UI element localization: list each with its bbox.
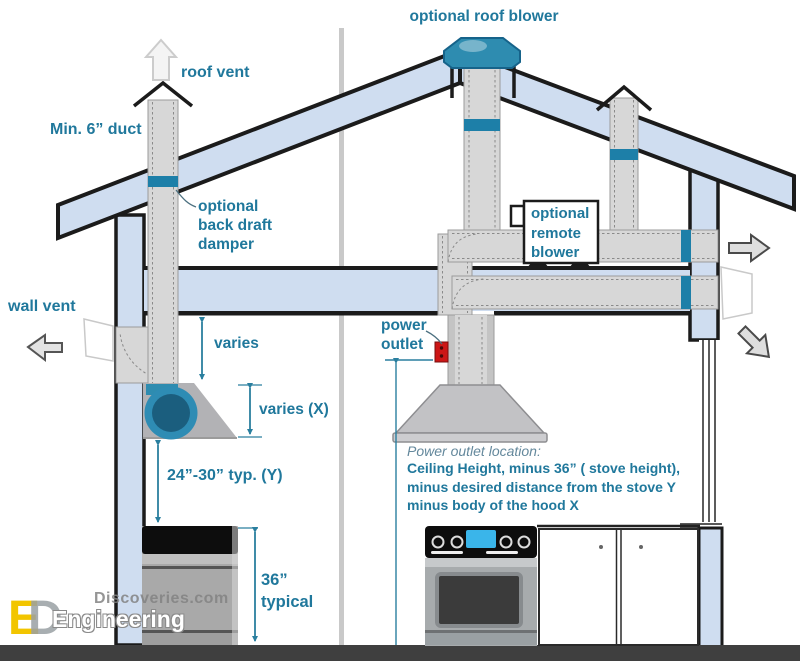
floor: [0, 645, 800, 661]
oven-window: [435, 572, 523, 628]
label-roof-blower: optional roof blower: [409, 8, 559, 25]
joist-duct-run: [451, 275, 719, 310]
logo-letter-e: E: [8, 592, 40, 645]
stove-knob: [499, 535, 513, 549]
stove-knob: [517, 535, 531, 549]
stove-knob: [450, 535, 464, 549]
attic-duct-damper: [681, 230, 691, 262]
label-varies-x: varies (X): [259, 401, 329, 418]
roof-blower-damper: [464, 119, 500, 131]
airflow-right-arrow-icon: [728, 233, 771, 263]
logo-letter-d: D: [28, 592, 63, 645]
left-wall: [114, 213, 146, 647]
roof-vent-cap: [132, 80, 194, 108]
label-min-duct: Min. 6” duct: [50, 121, 142, 138]
watermark-engineering: Engineering: [52, 606, 185, 632]
wall-vent-hood-outline: [83, 318, 114, 362]
window: [699, 340, 721, 522]
label-power-outlet: power outlet: [381, 317, 427, 353]
note-power-outlet-title: Power outlet location:: [407, 443, 541, 459]
label-remote-blower: optional remote blower: [531, 205, 590, 261]
right-roof-damper: [610, 149, 638, 160]
leader-lines: [175, 189, 443, 345]
roof-blower-cap-icon: [443, 37, 521, 69]
roof-blower-duct: [463, 67, 501, 241]
appliances: [142, 524, 700, 646]
base-cabinets: [537, 524, 700, 646]
right-stove: [425, 526, 537, 646]
label-varies: varies: [214, 335, 259, 352]
cabinet-handle: [599, 545, 603, 549]
right-wall-lower: [697, 526, 724, 650]
duct-system: [115, 37, 719, 387]
remote-blower-box: [509, 199, 600, 268]
leader-back-draft: [175, 189, 197, 208]
logo-monogram-icon: E D: [8, 592, 63, 645]
label-stove-height: 36” typical: [261, 571, 314, 611]
stove-display: [466, 530, 496, 548]
ceiling-line: [144, 311, 690, 316]
power-outlet: [434, 341, 449, 363]
note-power-outlet-body: Ceiling Height, minus 36” ( stove height…: [407, 460, 681, 513]
attic-floor-line: [144, 266, 690, 270]
airflow-up-arrow-icon: [143, 38, 179, 81]
label-wall-vent: wall vent: [8, 298, 76, 315]
range-hoods: [143, 383, 548, 443]
airflow-down-right-arrow-icon: [737, 325, 771, 359]
cabinet-handle: [639, 545, 643, 549]
leader-power-outlet: [425, 330, 443, 345]
stove-knob: [431, 535, 445, 549]
chimney-hood: [392, 384, 548, 443]
airflow-left-arrow-icon: [26, 333, 63, 363]
under-cabinet-hood: [143, 383, 237, 440]
chimney-duct: [455, 315, 487, 386]
dimension-lines: [155, 317, 433, 645]
label-hood-clearance: 24”-30” typ. (Y): [167, 467, 283, 484]
label-roof-vent: roof vent: [181, 64, 250, 81]
blower-wheel-inner: [152, 394, 190, 432]
right-roof-cap: [595, 84, 653, 112]
vents-and-arrows: [26, 233, 771, 363]
left-stove: [142, 526, 238, 645]
watermark-logo: E D Discoveries.com Engineering: [8, 586, 238, 656]
soffit-vent-outline: [720, 266, 753, 320]
joist-duct-damper: [681, 276, 691, 309]
label-back-draft-damper: optional back draft damper: [198, 198, 273, 253]
back-draft-damper: [148, 176, 178, 187]
scene-divider: [339, 28, 344, 645]
watermark-discoveries: Discoveries.com: [94, 590, 229, 607]
